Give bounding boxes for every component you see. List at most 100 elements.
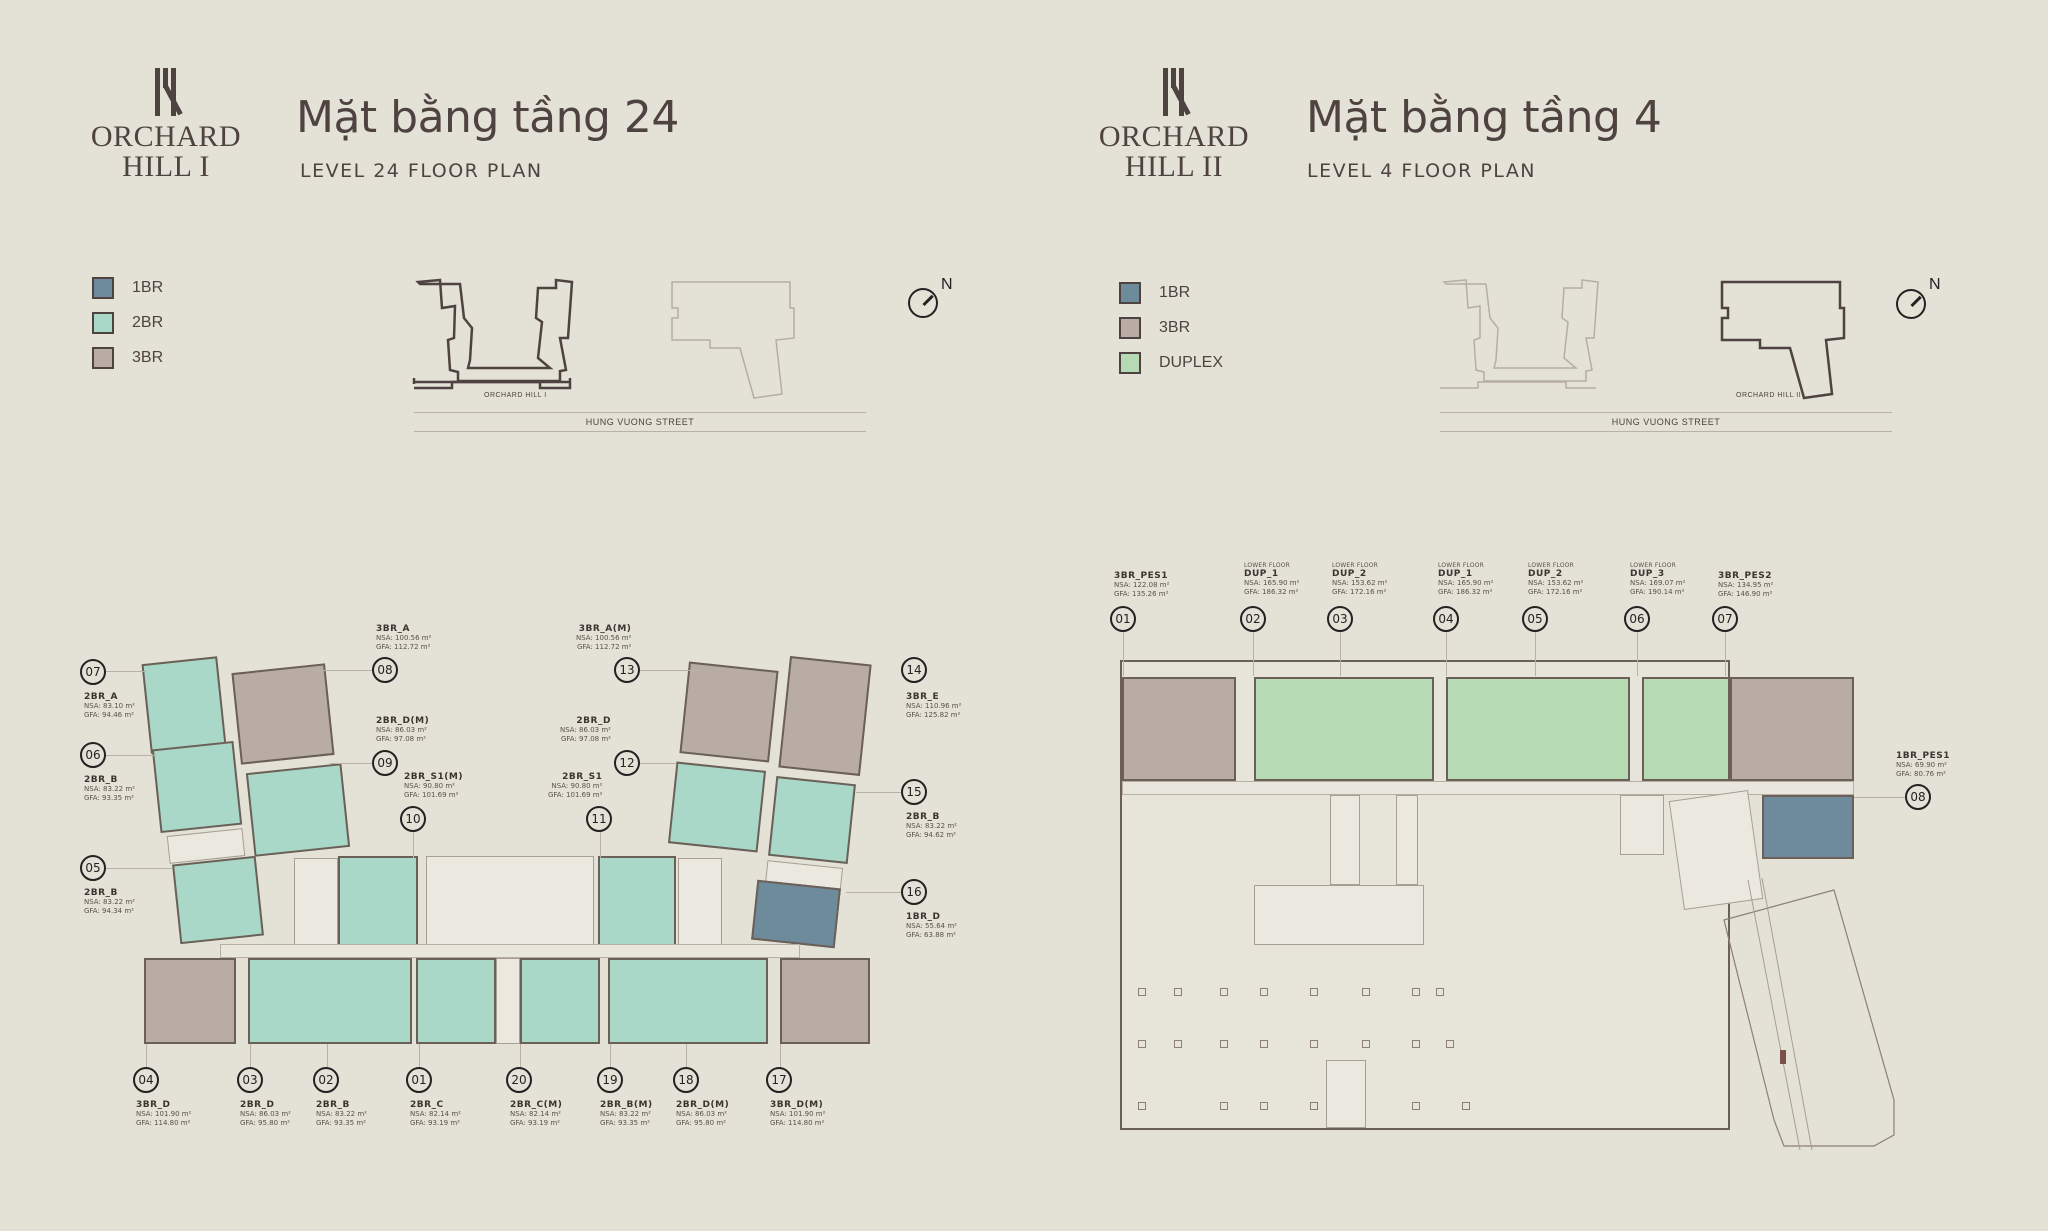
- unit-badge-04[interactable]: 04: [133, 1067, 159, 1093]
- elevator-core: [294, 858, 338, 948]
- unit-badge-03[interactable]: 03: [1327, 606, 1353, 632]
- unit-01-area[interactable]: [416, 958, 496, 1044]
- legend-item-1br: 1BR: [1119, 275, 1223, 310]
- unit-type: 2BR_S1(M): [404, 772, 463, 782]
- unit-badge-12[interactable]: 12: [614, 750, 640, 776]
- unit-badge-19[interactable]: 19: [597, 1067, 623, 1093]
- unit-badge-17[interactable]: 17: [766, 1067, 792, 1093]
- unit-16-area[interactable]: [751, 879, 841, 949]
- unit-badge-07[interactable]: 07: [1712, 606, 1738, 632]
- unit-badge-07[interactable]: 07: [80, 659, 106, 685]
- unit-badge-20[interactable]: 20: [506, 1067, 532, 1093]
- unit-label-18: 2BR_D(M) NSA: 86.03 m² GFA: 95.80 m²: [676, 1100, 729, 1128]
- swatch-1br: [1119, 281, 1141, 304]
- unit-badge-10[interactable]: 10: [400, 806, 426, 832]
- unit-badge-04[interactable]: 04: [1433, 606, 1459, 632]
- legend-label: DUPLEX: [1159, 353, 1224, 371]
- unit-nsa: NSA: 153.62 m²: [1332, 579, 1388, 587]
- unit-06-area[interactable]: [1642, 677, 1730, 781]
- unit-nsa: NSA: 169.07 m²: [1630, 579, 1686, 587]
- unit-gfa: GFA: 186.32 m²: [1244, 588, 1299, 596]
- column: [1310, 1040, 1318, 1048]
- unit-10-area[interactable]: [338, 856, 418, 946]
- unit-badge-06[interactable]: 06: [80, 742, 106, 768]
- unit-label-07: 2BR_A NSA: 83.10 m² GFA: 94.46 m²: [84, 692, 135, 720]
- unit-badge-01[interactable]: 01: [406, 1067, 432, 1093]
- unit-badge-03[interactable]: 03: [237, 1067, 263, 1093]
- leader-line: [314, 670, 372, 671]
- column: [1362, 1040, 1370, 1048]
- unit-badge-18[interactable]: 18: [673, 1067, 699, 1093]
- column: [1138, 1102, 1146, 1110]
- unit-badge-02[interactable]: 02: [313, 1067, 339, 1093]
- unit-04-area[interactable]: [144, 958, 236, 1044]
- unit-gfa: GFA: 80.76 m²: [1896, 770, 1946, 778]
- unit-type: DUP_2: [1332, 569, 1367, 579]
- unit-05-area[interactable]: [172, 855, 264, 945]
- unit-06-area[interactable]: [151, 740, 243, 834]
- unit-nsa: NSA: 83.22 m²: [600, 1110, 651, 1118]
- unit-badge-05[interactable]: 05: [1522, 606, 1548, 632]
- unit-badge-14[interactable]: 14: [901, 657, 927, 683]
- unit-13-area[interactable]: [679, 661, 779, 763]
- unit-gfa: GFA: 146.90 m²: [1718, 590, 1773, 598]
- unit-07-area[interactable]: [1730, 677, 1854, 781]
- unit-label-03: 2BR_D NSA: 86.03 m² GFA: 95.80 m²: [240, 1100, 291, 1128]
- column: [1446, 1040, 1454, 1048]
- column: [1362, 988, 1370, 996]
- leader-line: [1123, 632, 1124, 676]
- unit-nsa: NSA: 83.22 m²: [316, 1110, 367, 1118]
- unit-label-08: 3BR_A NSA: 100.56 m² GFA: 112.72 m²: [376, 624, 431, 652]
- unit-badge-09[interactable]: 09: [372, 750, 398, 776]
- legend-label: 1BR: [132, 278, 164, 296]
- unit-nsa: NSA: 86.03 m²: [676, 1110, 727, 1118]
- unit-08-area[interactable]: [1762, 795, 1854, 859]
- unit-04-05-area[interactable]: [1446, 677, 1630, 781]
- unit-gfa: GFA: 93.35 m²: [316, 1119, 366, 1127]
- unit-17-area[interactable]: [780, 958, 870, 1044]
- leader-line: [1253, 632, 1254, 676]
- unit-badge-01[interactable]: 01: [1110, 606, 1136, 632]
- unit-nsa: NSA: 153.62 m²: [1528, 579, 1584, 587]
- leader-line: [1446, 632, 1447, 676]
- page-title: Mặt bằng tầng 4: [1306, 92, 1662, 143]
- unit-badge-08[interactable]: 08: [372, 657, 398, 683]
- unit-badge-05[interactable]: 05: [80, 855, 106, 881]
- floor-note: LOWER FLOOR: [1438, 562, 1485, 569]
- unit-nsa: NSA: 83.10 m²: [84, 702, 135, 710]
- legend-item-1br: 1BR: [92, 270, 163, 305]
- unit-badge-06[interactable]: 06: [1624, 606, 1650, 632]
- unit-01-area[interactable]: [1122, 677, 1236, 781]
- column: [1220, 1040, 1228, 1048]
- unit-badge-02[interactable]: 02: [1240, 606, 1266, 632]
- leader-line: [330, 763, 372, 764]
- unit-badge-11[interactable]: 11: [586, 806, 612, 832]
- unit-11-area[interactable]: [598, 856, 676, 946]
- unit-nsa: NSA: 90.80 m²: [551, 782, 603, 790]
- unit-gfa: GFA: 94.46 m²: [84, 711, 134, 719]
- unit-19-18-area[interactable]: [608, 958, 768, 1044]
- unit-nsa: NSA: 100.56 m²: [576, 634, 632, 642]
- unit-type: 3BR_D: [136, 1100, 171, 1110]
- unit-02-03-area[interactable]: [1254, 677, 1434, 781]
- unit-badge-08[interactable]: 08: [1905, 784, 1931, 810]
- unit-12-area[interactable]: [667, 761, 767, 853]
- unit-15-area[interactable]: [768, 776, 856, 864]
- unit-label-19: 2BR_B(M) NSA: 83.22 m² GFA: 93.35 m²: [600, 1100, 653, 1128]
- column: [1260, 1040, 1268, 1048]
- unit-03-02-area[interactable]: [248, 958, 412, 1044]
- swatch-2br: [92, 311, 114, 334]
- unit-14-area[interactable]: [778, 656, 872, 776]
- unit-badge-13[interactable]: 13: [614, 657, 640, 683]
- unit-nsa: NSA: 165.90 m²: [1244, 579, 1300, 587]
- unit-09-area[interactable]: [245, 763, 351, 857]
- unit-badge-16[interactable]: 16: [901, 879, 927, 905]
- unit-badge-15[interactable]: 15: [901, 779, 927, 805]
- unit-type: 2BR_C: [410, 1100, 444, 1110]
- unit-07-area[interactable]: [141, 656, 227, 754]
- unit-gfa: GFA: 135.26 m²: [1114, 590, 1169, 598]
- unit-08-area[interactable]: [231, 663, 335, 765]
- unit-label-06: LOWER FLOOR DUP_3 NSA: 169.07 m² GFA: 19…: [1630, 562, 1685, 597]
- logo-mark-icon: [1161, 68, 1191, 116]
- unit-20-area[interactable]: [520, 958, 600, 1044]
